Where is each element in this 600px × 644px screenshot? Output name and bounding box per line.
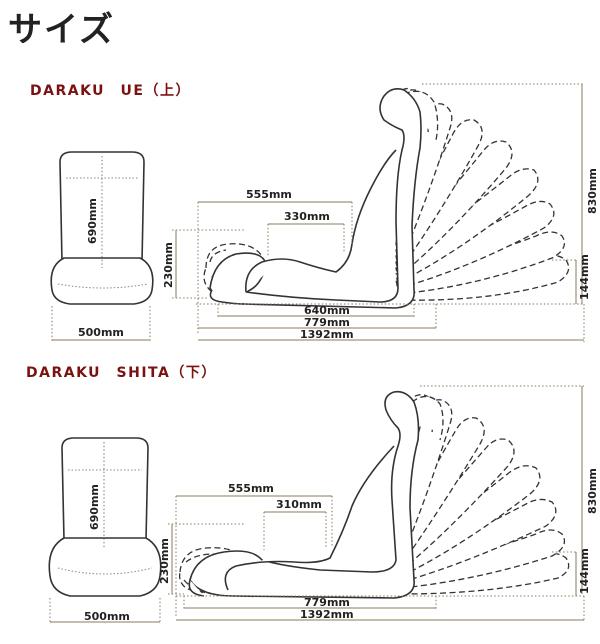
shita-front-height-label: 690mm xyxy=(88,484,101,530)
shita-front-width-label: 500mm xyxy=(84,610,130,623)
section-heading-shita: DARAKU SHITA（下） xyxy=(26,365,217,381)
section-heading-ue: DARAKU UE（上） xyxy=(30,83,191,99)
shita-length-779-label: 779mm xyxy=(304,596,350,609)
shita-length-1392-label: 1392mm xyxy=(300,608,354,621)
ue-length-1392-label: 1392mm xyxy=(300,328,354,341)
shita-front-view xyxy=(48,437,162,597)
shita-side-view xyxy=(178,390,570,599)
ue-front-height-label: 690mm xyxy=(86,198,99,244)
shita-front-seat xyxy=(48,537,162,597)
shita-front-dimensions: 690mm 500mm xyxy=(49,442,161,624)
shita-seat-back-label: 555mm xyxy=(228,482,274,495)
ue-length-779-label: 779mm xyxy=(304,316,350,329)
ue-side-chair xyxy=(209,88,422,309)
ue-total-height-label: 830mm xyxy=(586,168,599,214)
ue-side-view xyxy=(203,87,570,309)
ue-seat-back-label: 555mm xyxy=(246,188,292,201)
ue-front-backrest xyxy=(59,151,145,263)
shita-side-chair xyxy=(189,390,420,599)
ue-front-seat xyxy=(50,257,154,305)
ue-length-640-label: 640mm xyxy=(304,304,350,317)
page-title: サイズ xyxy=(8,10,115,50)
shita-seat-inner-label: 310mm xyxy=(276,498,322,511)
shita-front-backrest xyxy=(61,437,149,541)
shita-side-height-label: 230mm xyxy=(158,538,171,584)
ue-front-view xyxy=(50,151,154,305)
ue-side-height-label: 230mm xyxy=(162,242,175,288)
ue-front-width-label: 500mm xyxy=(78,326,124,339)
ue-seat-inner-label: 330mm xyxy=(284,210,330,223)
shita-total-height-label: 830mm xyxy=(586,468,599,514)
ue-side-dimensions: 230mm 555mm 330mm 830mm 144mm 640mm 779m… xyxy=(162,83,599,342)
shita-lowest-label: 144mm xyxy=(578,548,591,594)
shita-side-dimensions: 230mm 555mm 310mm 830mm 144mm 779mm 1392… xyxy=(158,385,599,622)
ue-front-dimensions: 690mm 500mm xyxy=(51,156,151,342)
ue-lowest-label: 144mm xyxy=(578,254,591,300)
